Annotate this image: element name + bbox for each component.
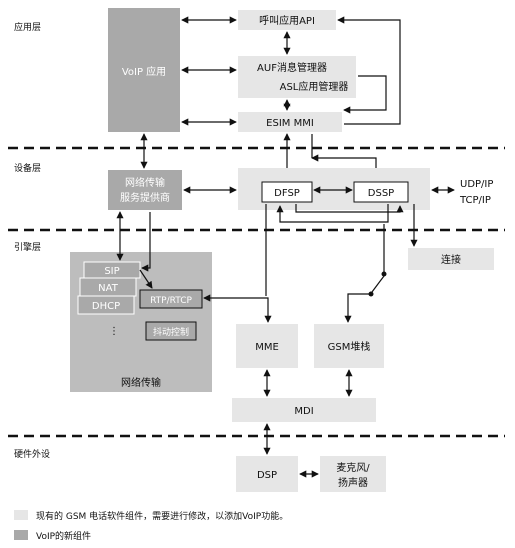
arrow-dssp-dfsp-loop bbox=[276, 204, 389, 223]
arrow-rtp-mme bbox=[203, 294, 272, 323]
mic-label-2: 扬声器 bbox=[338, 476, 368, 489]
rtp-rtcp-label: RTP/RTCP bbox=[150, 296, 192, 306]
tcp-ip-label: TCP/IP bbox=[459, 195, 491, 206]
net-provider-box bbox=[108, 170, 182, 210]
connect-label: 连接 bbox=[441, 253, 461, 266]
net-transport-label: 网络传输 bbox=[121, 376, 161, 389]
udp-ip-label: UDP/IP bbox=[460, 179, 493, 190]
mme-label: MME bbox=[255, 342, 279, 353]
auf-asl-box bbox=[238, 56, 356, 98]
auf-label: AUF消息管理器 bbox=[257, 61, 327, 74]
arrow-esim-callapi bbox=[337, 16, 401, 125]
mic-speaker-box bbox=[320, 456, 386, 492]
dssp-label: DSSP bbox=[368, 188, 394, 199]
arrow-switch-gsm bbox=[344, 293, 371, 323]
mme-box bbox=[236, 324, 298, 368]
voip-app-label: VoIP 应用 bbox=[122, 65, 166, 78]
arrow-sip-rtp bbox=[139, 269, 153, 289]
layer-label-device: 设备层 bbox=[14, 162, 41, 174]
legend-swatch-existing bbox=[14, 510, 28, 520]
net-provider-label-2: 服务提供商 bbox=[120, 191, 170, 204]
ellipsis-label: ⋮ bbox=[109, 326, 119, 337]
voip-app-box bbox=[108, 8, 180, 132]
arrow-netprovider-sip-2 bbox=[141, 212, 151, 272]
legend-new-text: VoIP的新组件 bbox=[36, 532, 92, 542]
rtp-rtcp-box bbox=[139, 289, 203, 309]
connect-box bbox=[408, 248, 494, 270]
call-api-box bbox=[238, 10, 336, 30]
esim-mmi-box bbox=[238, 112, 342, 132]
net-provider-label-1: 网络传输 bbox=[125, 176, 165, 189]
layer-label-engine: 引擎层 bbox=[14, 241, 41, 253]
legend-existing-text: 现有的 GSM 电话软件组件，需要进行修改，以添加VoIP功能。 bbox=[36, 512, 289, 522]
dhcp-label: DHCP bbox=[92, 301, 120, 312]
switch-lever bbox=[371, 275, 385, 293]
arrow-asl-esim bbox=[343, 75, 387, 114]
gsm-stack-label: GSM堆栈 bbox=[328, 340, 371, 353]
mic-label-1: 麦克风/ bbox=[336, 462, 370, 474]
jitter-control-box bbox=[145, 321, 197, 341]
sip-label: SIP bbox=[104, 266, 119, 277]
dsp-box bbox=[236, 456, 298, 492]
esim-mmi-label: ESIM MMI bbox=[266, 118, 314, 129]
arrow-dfsp-dssp-loop bbox=[295, 204, 404, 213]
dfsp-box bbox=[261, 181, 313, 203]
switch-node-top bbox=[381, 271, 387, 277]
mdi-label: MDI bbox=[294, 406, 313, 417]
nat-label: NAT bbox=[98, 283, 119, 294]
mdi-box bbox=[232, 398, 376, 422]
call-api-label: 呼叫应用API bbox=[259, 14, 315, 27]
dsp-label: DSP bbox=[257, 470, 277, 481]
layer-label-hardware: 硬件外设 bbox=[14, 448, 50, 460]
jitter-control-label: 抖动控制 bbox=[153, 326, 189, 338]
dfsp-label: DFSP bbox=[274, 188, 300, 199]
layer-label-app: 应用层 bbox=[14, 21, 41, 33]
gsm-stack-box bbox=[314, 324, 384, 368]
asl-label: ASL应用管理器 bbox=[280, 80, 349, 93]
dssp-box bbox=[353, 181, 409, 203]
legend-swatch-new bbox=[14, 530, 28, 540]
